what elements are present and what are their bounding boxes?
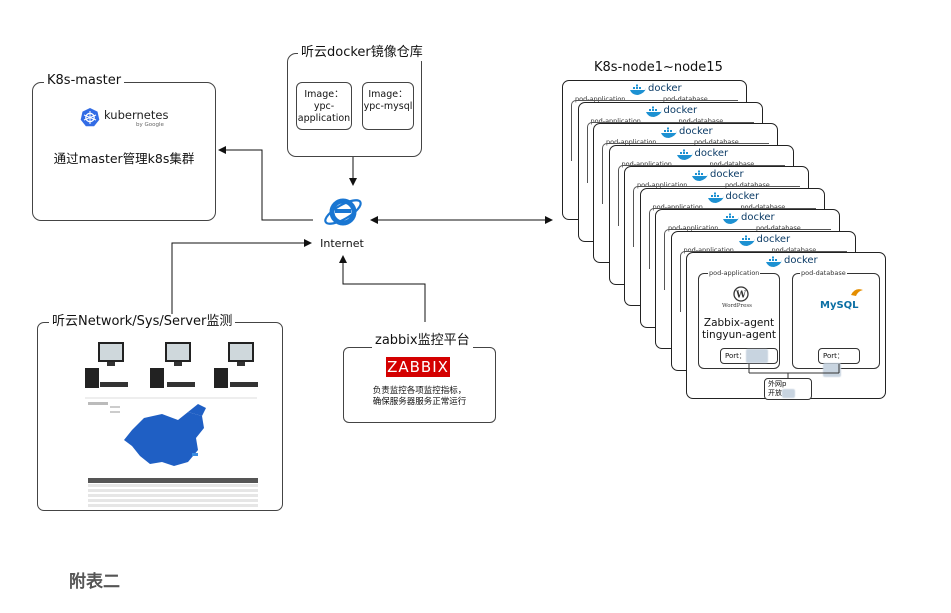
docker-label: docker [710,169,744,180]
monitor-screenshot-image [85,342,258,507]
pod-outline [571,100,738,161]
pod-application-label: pod-application [652,202,703,211]
wordpress-text: WordPress [722,303,752,309]
front-node-detail: pod-application pod-database W WordPress… [686,253,886,400]
pod-database-label: pod-database [663,95,708,103]
docker-whale-icon [630,84,646,95]
pod-outline [664,229,831,290]
pod-application-label: pod-application [621,159,672,168]
docker-whale-icon [692,170,708,181]
external-port-box: 外网p 开放000 [764,378,812,400]
port-app-box: Port：00000 [720,348,778,364]
port-app-label: Port： [725,352,746,360]
zabbix-to-internet-arrow [339,255,426,322]
zabbix-agent-label: Zabbix-agent [703,317,775,329]
zabbix-logo: ZABBIX [386,357,450,377]
docker-whale-icon [723,213,739,224]
k8s-master-description: 通过master管理k8s集群 [53,151,195,166]
docker-whale-icon [676,149,693,160]
docker-whale-icon [738,235,755,246]
port-db-box: Port：0000 [818,348,860,377]
pod-application-label: pod-application [575,95,626,103]
external-value-redacted: 000 [782,389,796,398]
internet-to-master-arrow [218,146,313,221]
zabbix-title: zabbix监控平台 [372,333,473,349]
pod-database-label: pod-database [709,159,755,168]
monitor-to-internet-arrow [171,239,312,318]
pod-outline [679,250,847,312]
pod-application-label: pod-application [683,245,734,254]
registry-title: 听云docker镜像仓库 [298,45,426,61]
zabbix-description-line1: 负责监控各项监控指标， [372,386,467,396]
docker-label: docker [725,190,760,202]
docker-label: docker [756,233,791,245]
computer-icon-1 [85,342,128,388]
svg-text:W: W [735,291,747,301]
computer-icon-3 [214,342,258,388]
front-node-connectors [748,364,840,378]
pod-application-label: pod-application [668,224,719,232]
wordpress-logo: W WordPress [722,286,756,314]
figure-caption: 附表二 [69,572,120,592]
port-db-label: Port： [823,352,844,360]
port-app-value-redacted: 00000 [745,349,769,363]
pod-outline [586,121,754,183]
monitor-screenshot [80,338,262,508]
docker-label: docker [679,126,713,137]
pod-application-label: pod-application [590,116,641,125]
k8s-master-box [32,82,216,221]
zabbix-description-line2: 确保服务器服务正常运行 [372,397,467,407]
external-line1: 外网p [768,380,787,388]
kubernetes-logo: kubernetes by Google [80,106,190,132]
k8s-master-title: K8s-master [44,73,125,89]
pod-database-label: pod-database [740,202,786,211]
pod-database-label: pod-database [725,181,770,189]
pod-outline [648,207,816,269]
docker-whale-icon [661,127,677,138]
mysql-logo: MySQL [820,289,863,312]
mysql-text: MySQL [820,300,859,311]
docker-label: docker [741,212,775,223]
kubernetes-logo-text: kubernetes [104,108,169,122]
docker-whale-icon [645,106,662,117]
pod-outline [633,186,800,247]
kubernetes-logo-sub: by Google [136,122,164,128]
tingyun-agent-label: tingyun-agent [702,329,776,341]
mysql-dolphin-icon [851,289,863,296]
registry-image-application: Image：ypc-application [296,82,352,130]
pod-application-label: pod-application [637,181,688,189]
docker-whale-icon [766,256,782,267]
docker-whale-icon [707,192,724,203]
monitor-title: 听云Network/Sys/Server监测 [49,314,236,330]
internet-label: Internet [320,237,364,250]
pod-database-label: pod-database [756,224,801,232]
internet-node: Internet [318,190,368,256]
docker-label: docker [694,147,729,159]
nodes-title: K8s-node1~node15 [591,60,726,76]
pod-database-label: pod-database [800,269,847,277]
external-line2: 开放 [768,389,782,397]
pod-application-label: pod-application [708,269,761,277]
kubernetes-helm-icon [80,108,100,127]
pod-outline [617,164,785,226]
computer-icon-2 [150,342,195,388]
pod-application-label: pod-application [606,138,657,146]
china-map [124,412,204,466]
docker-label: docker [784,255,818,266]
registry-image-mysql: Image：ypc-mysql [362,82,414,130]
docker-label: docker [663,104,698,116]
docker-label: docker [648,83,682,94]
pod-database-label: pod-database [694,138,739,146]
pod-database-label: pod-database [678,116,724,125]
pod-outline [602,143,769,204]
zabbix-description: 负责监控各项监控指标， 确保服务器服务正常运行 [343,386,496,408]
agents-text: Zabbix-agent tingyun-agent [698,317,780,341]
wordpress-icon: W [733,286,749,302]
internet-explorer-icon [324,198,362,226]
pod-database-label: pod-database [771,245,817,254]
